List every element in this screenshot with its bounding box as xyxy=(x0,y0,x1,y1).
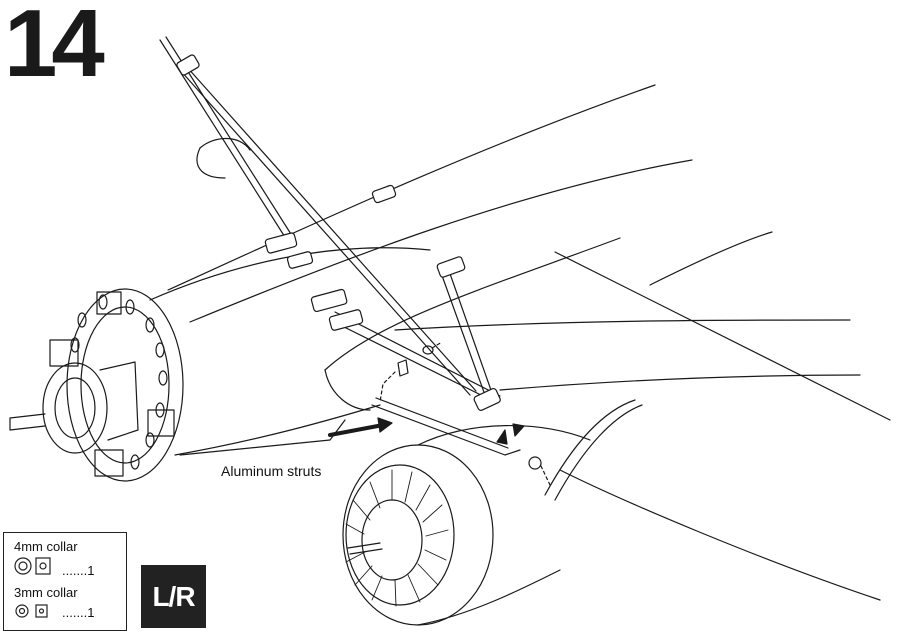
4mm-collar-side-icon xyxy=(35,557,51,575)
upper-wing xyxy=(167,84,773,323)
direction-arrow-icon xyxy=(328,417,525,445)
jet-nacelle xyxy=(342,425,591,626)
part-name-3mm: 3mm collar xyxy=(14,585,78,600)
3mm-collar-side-icon xyxy=(35,604,48,618)
aluminum-struts xyxy=(159,36,521,456)
engine-nacelle xyxy=(149,247,431,456)
collar-parts xyxy=(379,341,551,486)
step-number: 14 xyxy=(4,0,105,97)
parts-list: 4mm collar .......1 3mm collar .......1 xyxy=(3,532,127,631)
4mm-collar-ring-icon xyxy=(14,557,32,575)
part-qty-4mm: .......1 xyxy=(62,563,95,578)
pylon xyxy=(544,399,643,501)
4mm-collar-icon xyxy=(14,557,51,575)
part-qty-3mm: .......1 xyxy=(62,605,95,620)
strut-clamps xyxy=(176,54,501,411)
3mm-collar-ring-icon xyxy=(15,604,29,618)
lower-wing xyxy=(324,237,891,601)
left-right-badge: L/R xyxy=(141,565,206,628)
motor xyxy=(9,361,139,454)
part-name-4mm: 4mm collar xyxy=(14,539,78,554)
struts-callout-label: Aluminum struts xyxy=(221,463,322,479)
3mm-collar-icon xyxy=(15,604,48,618)
